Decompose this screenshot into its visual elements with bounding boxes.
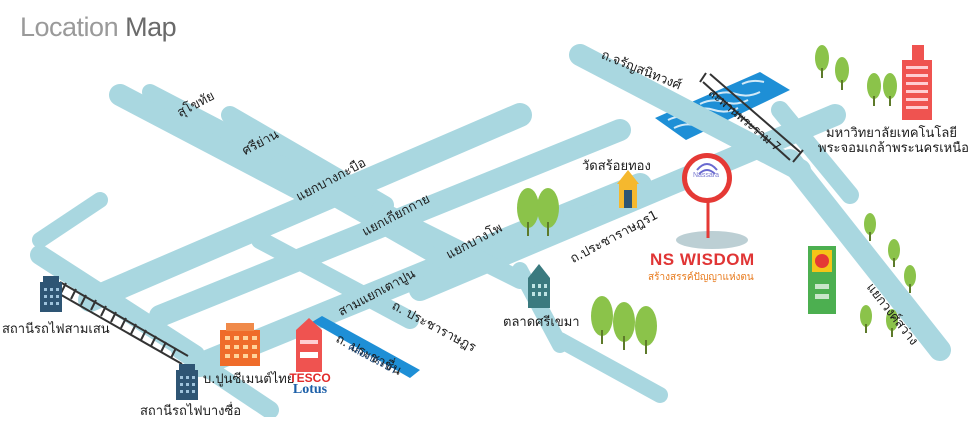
destination-name: NS WISDOM [650,250,755,269]
bang-sue-station-building [176,364,198,400]
wat-soi-thong-building [617,170,639,208]
map-title-light: Location [20,12,119,42]
destination-tagline: สร้างสรรค์ปัญญาแห่งตน [648,272,754,283]
lotus-wordmark: Lotus [292,382,328,397]
khlong-prapa-canal [312,316,420,378]
tree-cluster-south [591,296,657,354]
sam-sen-station-building [40,276,62,312]
rama7-bridge [699,72,804,163]
university-building [902,45,932,120]
tree-cluster-university [815,45,897,106]
place-label-siam-cement: บ.ปูนซีเมนต์ไทย [203,372,295,387]
talad-sri-khema-building [528,264,550,308]
big-c-sign [808,246,836,314]
place-label-bang-sue-station: สถานีรถไฟบางซื่อ [140,404,242,419]
map-title-bold: Map [125,12,177,42]
nassara-logo-text: Nassara [692,172,720,179]
tesco-wordmark: TESCO [289,371,331,385]
destination-pin[interactable] [676,153,748,249]
place-label-sam-sen-station: สถานีรถไฟสามเสน [2,322,110,337]
tree-cluster-sriyan [517,188,559,236]
place-label-university-line2: พระจอมเกล้าพระนครเหนือ [818,141,969,156]
place-label-university-line1: มหาวิทยาลัยเทคโนโลยี [826,126,957,141]
place-label-talad-sri-khema: ตลาดศรีเขมา [503,315,580,330]
tesco-lotus-logo: TESCO Lotus [285,371,335,397]
nassara-logo-icon [696,163,718,175]
map-title: Location Map [20,12,177,43]
place-label-wat-soi-thong: วัดสร้อยทอง [582,159,651,174]
trees [517,45,916,354]
railway-track [55,281,189,365]
tesco-lotus-building [296,318,322,372]
tree-cluster-east [860,213,916,337]
siam-cement-building [220,323,260,366]
